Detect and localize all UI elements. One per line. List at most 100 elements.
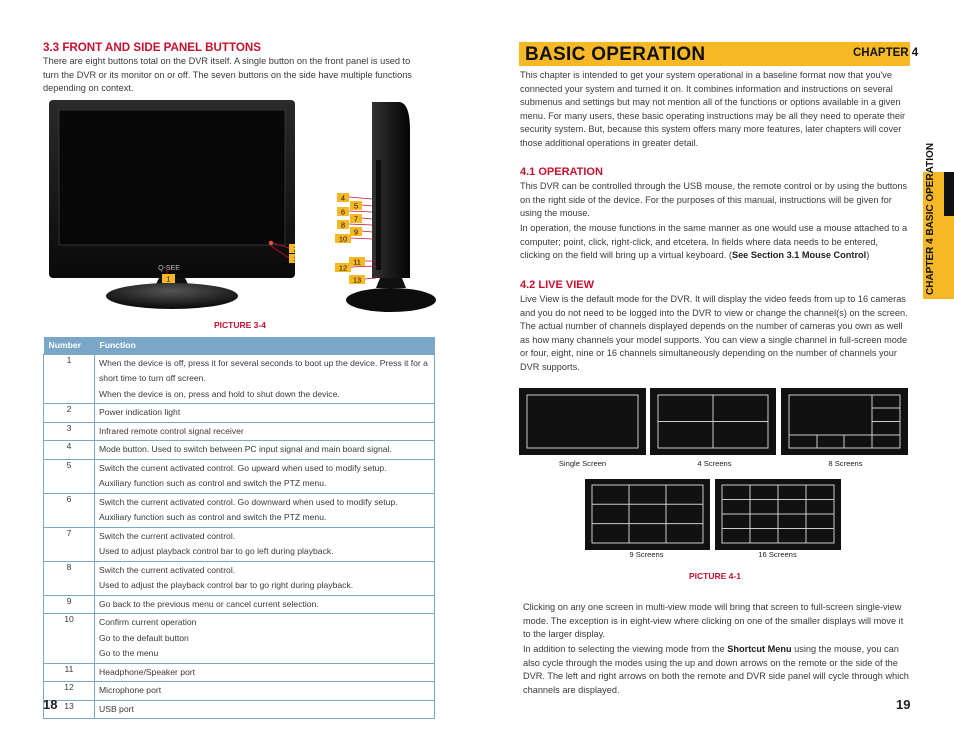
svg-text:8: 8 (341, 221, 345, 230)
function-line: Infrared remote control signal receiver (99, 425, 244, 436)
screen-layouts-figure (519, 388, 908, 550)
callout-10: 10 (335, 234, 373, 244)
nine-screens-label: 9 Screens (629, 550, 664, 559)
function-line: Microphone port (99, 685, 162, 695)
svg-text:7: 7 (354, 215, 358, 224)
mouse-control-reference: See Section 3.1 Mouse Control (731, 250, 867, 261)
svg-text:2: 2 (293, 245, 295, 254)
page-number-right: 19 (896, 697, 911, 712)
svg-text:12: 12 (339, 264, 347, 273)
sixteen-screens-label: 16 Screens (758, 550, 797, 559)
eight-screens-label: 8 Screens (828, 459, 863, 468)
nine-screen-layout (585, 479, 710, 550)
svg-text:13: 13 (353, 276, 361, 285)
section-heading-4-2: 4.2 LIVE VIEW (520, 279, 594, 291)
function-line: Switch the current activated control. (99, 530, 236, 541)
row-number-cell: 5 (43, 458, 95, 494)
function-line: USB port (99, 703, 134, 714)
row-number-cell: 10 (43, 613, 95, 664)
row-function-cell: USB port (94, 699, 435, 719)
four-screen-layout (650, 388, 776, 455)
callout-2: 2 (272, 242, 295, 254)
single-screen-label: Single Screen (558, 459, 607, 468)
section-heading-4-1: 4.1 OPERATION (520, 166, 603, 178)
function-line: Used to adjust playback control bar to g… (99, 546, 334, 556)
row-function-cell: Switch the current activated control. Use… (94, 560, 435, 596)
function-line: Mode button. Used to switch between PC i… (99, 444, 392, 454)
row-function-cell: Power indication light (94, 403, 435, 423)
picture-3-4-caption: PICTURE 3-4 (214, 320, 266, 330)
row-function-cell: Switch the current activated control. Use… (94, 526, 435, 562)
monitor-front-photo: Q-SEE 1 2 3 (49, 100, 295, 309)
function-line: When the device is off, press it for sev… (99, 357, 428, 384)
function-line: Auxiliary function such as control and s… (99, 512, 327, 522)
svg-text:6: 6 (341, 208, 345, 217)
operation-paragraph-1: This DVR can be controlled through the U… (520, 181, 908, 219)
monitor-side-photo: 4 5 6 7 8 9 10 11 12 13 (335, 102, 436, 312)
table-row: 7 Switch the current activated control. Us… (43, 526, 435, 562)
callout-4: 4 (337, 193, 373, 203)
callout-8: 8 (337, 220, 373, 230)
power-led-icon (268, 240, 274, 246)
function-line: Switch the current activated control. (99, 564, 236, 575)
row-number-cell: 8 (43, 560, 95, 596)
svg-text:4: 4 (341, 194, 345, 203)
function-line: Go back to the previous menu or cancel c… (99, 598, 319, 609)
function-line: Used to adjust the playback control bar … (99, 580, 354, 590)
picture-4-1-caption: PICTURE 4-1 (689, 571, 741, 581)
callout-3: 3 (270, 245, 295, 264)
row-function-cell: Switch the current activated control. Go… (94, 458, 435, 494)
row-function-cell: When the device is off, press it for sev… (94, 353, 435, 404)
callout-1: 1 (162, 267, 175, 284)
column-header-number: Number (43, 337, 95, 354)
row-function-cell: Go back to the previous menu or cancel c… (94, 594, 435, 614)
function-line: Switch the current activated control. Go… (99, 496, 398, 507)
row-number-cell: 7 (43, 526, 95, 562)
row-number-cell: 1 (43, 353, 95, 404)
function-line: When the device is on, press and hold to… (99, 388, 340, 399)
table-header-row: Number Function (43, 337, 435, 354)
chapter-title: BASIC OPERATION (525, 44, 706, 65)
live-view-paragraph: Live View is the default mode for the DV… (520, 294, 908, 372)
row-number-cell: 4 (43, 440, 95, 460)
four-screens-label: 4 Screens (697, 459, 732, 468)
callout-12: 12 (335, 263, 377, 273)
page-number-left: 18 (43, 697, 58, 712)
function-line: Auxiliary function such as control and s… (99, 478, 327, 488)
chapter-title-bar (519, 42, 910, 66)
shortcut-menu-paragraph: In addition to selecting the viewing mod… (523, 644, 909, 695)
chapter-side-tab-marker (944, 172, 954, 216)
callout-5: 5 (350, 201, 373, 211)
table-row: 6 Switch the current activated control. G… (43, 492, 435, 528)
callout-13: 13 (349, 275, 377, 285)
svg-text:10: 10 (339, 235, 347, 244)
multiview-paragraph: Clicking on any one screen in multi-view… (523, 602, 904, 640)
row-function-cell: Infrared remote control signal receiver (94, 421, 435, 441)
function-line: Go to the default button (99, 632, 189, 643)
eight-screen-layout (781, 388, 908, 455)
sixteen-screen-layout (715, 479, 841, 550)
svg-text:1: 1 (166, 275, 170, 284)
row-number-cell: 3 (43, 421, 95, 441)
table-row: 4 Mode button. Used to switch between PC … (43, 440, 435, 460)
operation-paragraph-2: In operation, the mouse functions in the… (520, 223, 908, 261)
svg-text:11: 11 (353, 258, 361, 267)
function-line: Headphone/Speaker port (99, 666, 196, 677)
row-number-cell: 6 (43, 492, 95, 528)
function-line: Power indication light (99, 407, 181, 417)
function-line: Go to the menu (99, 648, 159, 658)
svg-text:9: 9 (354, 228, 358, 237)
column-header-function: Function (94, 337, 435, 354)
shortcut-menu-reference: Shortcut Menu (727, 644, 792, 654)
row-function-cell: Switch the current activated control. Go… (94, 492, 435, 528)
svg-text:5: 5 (354, 202, 358, 211)
monitor-brand-label: Q-SEE (158, 265, 180, 272)
svg-text:3: 3 (293, 255, 295, 264)
